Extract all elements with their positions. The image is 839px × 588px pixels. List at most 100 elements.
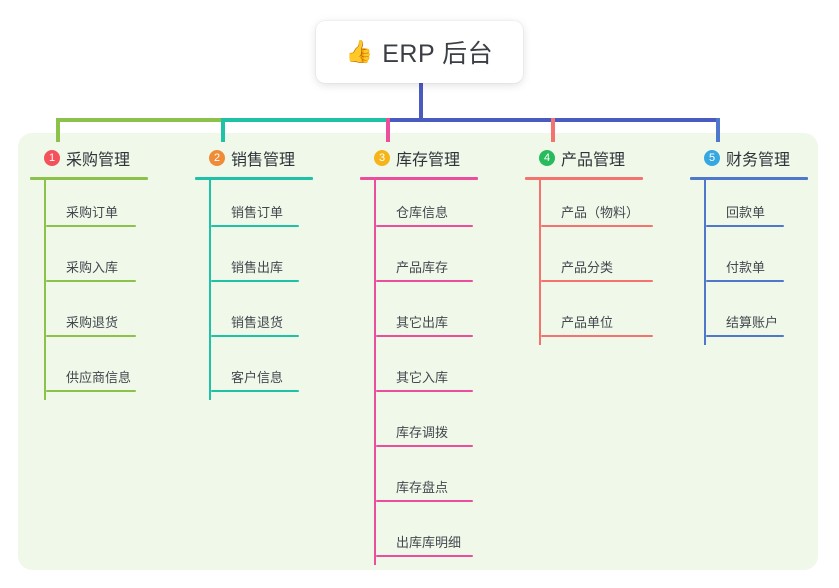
list-item-label: 产品库存 bbox=[396, 260, 449, 275]
list-item-rule bbox=[706, 225, 784, 227]
column-branch-5: 回款单付款单结算账户 bbox=[704, 180, 808, 345]
connector-drop-product bbox=[551, 118, 555, 142]
list-item-label: 采购入库 bbox=[66, 260, 119, 275]
column-title-3: 库存管理 bbox=[396, 152, 461, 169]
list-item-label: 库存调拨 bbox=[396, 425, 449, 440]
root-node-title: ERP 后台 bbox=[382, 40, 494, 68]
list-item-rule bbox=[46, 225, 136, 227]
column-header-5[interactable]: 5 财务管理 bbox=[690, 146, 808, 170]
list-item-label: 供应商信息 bbox=[66, 370, 132, 385]
column-header-2[interactable]: 2 销售管理 bbox=[195, 146, 313, 170]
thumbs-up-icon: 👍 bbox=[345, 39, 374, 64]
list-item-label: 销售出库 bbox=[231, 260, 284, 275]
column-4: 4 产品管理产品（物料） 产品分类产品单位 bbox=[525, 146, 653, 345]
column-title-2: 销售管理 bbox=[231, 152, 296, 169]
column-badge-3: 3 bbox=[374, 150, 390, 166]
list-item-rule bbox=[376, 225, 473, 227]
column-title-1: 采购管理 bbox=[66, 152, 131, 169]
connector-segment-green bbox=[56, 118, 222, 122]
list-item-rule bbox=[376, 555, 473, 557]
column-branch-3: 仓库信息产品库存其它出库其它入库库存调拨库存盘点出库库明细 bbox=[374, 180, 478, 565]
column-badge-2: 2 bbox=[209, 150, 225, 166]
list-item-label: 产品（物料） bbox=[561, 205, 640, 220]
column-branch-2: 销售订单销售出库销售退货客户信息 bbox=[209, 180, 313, 400]
list-item-rule bbox=[46, 335, 136, 337]
list-item[interactable]: 库存调拨 bbox=[376, 400, 478, 455]
list-item-label: 产品单位 bbox=[561, 315, 614, 330]
list-item-label: 结算账户 bbox=[726, 315, 779, 330]
column-title-5: 财务管理 bbox=[726, 152, 791, 169]
list-item[interactable]: 销售退货 bbox=[211, 290, 313, 345]
column-5: 5 财务管理回款单付款单结算账户 bbox=[690, 146, 808, 345]
list-item-rule bbox=[46, 390, 136, 392]
list-item[interactable]: 采购入库 bbox=[46, 235, 148, 290]
list-item[interactable]: 付款单 bbox=[706, 235, 808, 290]
list-item-label: 产品分类 bbox=[561, 260, 614, 275]
column-badge-5: 5 bbox=[704, 150, 720, 166]
column-3: 3 库存管理仓库信息产品库存其它出库其它入库库存调拨库存盘点出库库明细 bbox=[360, 146, 478, 565]
column-header-4[interactable]: 4 产品管理 bbox=[525, 146, 643, 170]
list-item-rule bbox=[376, 445, 473, 447]
list-item-rule bbox=[211, 335, 299, 337]
list-item[interactable]: 其它入库 bbox=[376, 345, 478, 400]
list-item[interactable]: 产品分类 bbox=[541, 235, 653, 290]
connector-drop-sales bbox=[221, 118, 225, 142]
list-item-label: 销售退货 bbox=[231, 315, 284, 330]
diagram-background-panel bbox=[18, 133, 818, 570]
list-item[interactable]: 仓库信息 bbox=[376, 180, 478, 235]
column-header-1[interactable]: 1 采购管理 bbox=[30, 146, 148, 170]
list-item[interactable]: 产品库存 bbox=[376, 235, 478, 290]
list-item[interactable]: 客户信息 bbox=[211, 345, 313, 400]
column-title-4: 产品管理 bbox=[561, 152, 626, 169]
column-badge-1: 1 bbox=[44, 150, 60, 166]
column-header-rule-1 bbox=[30, 177, 148, 180]
list-item[interactable]: 销售订单 bbox=[211, 180, 313, 235]
list-item-label: 采购退货 bbox=[66, 315, 119, 330]
list-item[interactable]: 产品单位 bbox=[541, 290, 653, 345]
list-item-label: 仓库信息 bbox=[396, 205, 449, 220]
list-item-rule bbox=[211, 280, 299, 282]
list-item-label: 付款单 bbox=[726, 260, 766, 275]
list-item-rule bbox=[376, 335, 473, 337]
column-1: 1 采购管理采购订单采购入库采购退货供应商信息 bbox=[30, 146, 148, 400]
list-item-label: 采购订单 bbox=[66, 205, 119, 220]
connector-segment-teal bbox=[221, 118, 387, 122]
list-item[interactable]: 其它出库 bbox=[376, 290, 478, 345]
list-item-rule bbox=[706, 335, 784, 337]
column-header-rule-4 bbox=[525, 177, 643, 180]
column-header-rule-2 bbox=[195, 177, 313, 180]
list-item[interactable]: 回款单 bbox=[706, 180, 808, 235]
list-item[interactable]: 结算账户 bbox=[706, 290, 808, 345]
list-item-rule bbox=[706, 280, 784, 282]
list-item-rule bbox=[541, 225, 653, 227]
list-item[interactable]: 产品（物料） bbox=[541, 180, 653, 235]
column-2: 2 销售管理销售订单销售出库销售退货客户信息 bbox=[195, 146, 313, 400]
list-item[interactable]: 销售出库 bbox=[211, 235, 313, 290]
connector-drop-purchase bbox=[56, 118, 60, 142]
list-item-label: 库存盘点 bbox=[396, 480, 449, 495]
list-item-label: 回款单 bbox=[726, 205, 766, 220]
column-header-3[interactable]: 3 库存管理 bbox=[360, 146, 478, 170]
column-branch-4: 产品（物料） 产品分类产品单位 bbox=[539, 180, 653, 345]
list-item[interactable]: 供应商信息 bbox=[46, 345, 148, 400]
list-item-rule bbox=[541, 335, 653, 337]
list-item-label: 其它出库 bbox=[396, 315, 449, 330]
column-badge-4: 4 bbox=[539, 150, 555, 166]
column-header-rule-5 bbox=[690, 177, 808, 180]
list-item-rule bbox=[376, 500, 473, 502]
column-branch-1: 采购订单采购入库采购退货供应商信息 bbox=[44, 180, 148, 400]
connector-drop-inventory bbox=[386, 118, 390, 142]
list-item-rule bbox=[376, 280, 473, 282]
list-item-rule bbox=[211, 390, 299, 392]
list-item-rule bbox=[46, 280, 136, 282]
root-node-card[interactable]: 👍 ERP 后台 bbox=[316, 21, 523, 83]
column-header-rule-3 bbox=[360, 177, 478, 180]
list-item[interactable]: 出库库明细 bbox=[376, 510, 478, 565]
list-item-rule bbox=[211, 225, 299, 227]
list-item[interactable]: 库存盘点 bbox=[376, 455, 478, 510]
list-item-label: 出库库明细 bbox=[396, 535, 462, 550]
list-item[interactable]: 采购订单 bbox=[46, 180, 148, 235]
list-item-label: 客户信息 bbox=[231, 370, 284, 385]
list-item[interactable]: 采购退货 bbox=[46, 290, 148, 345]
connector-drop-finance bbox=[716, 118, 720, 142]
